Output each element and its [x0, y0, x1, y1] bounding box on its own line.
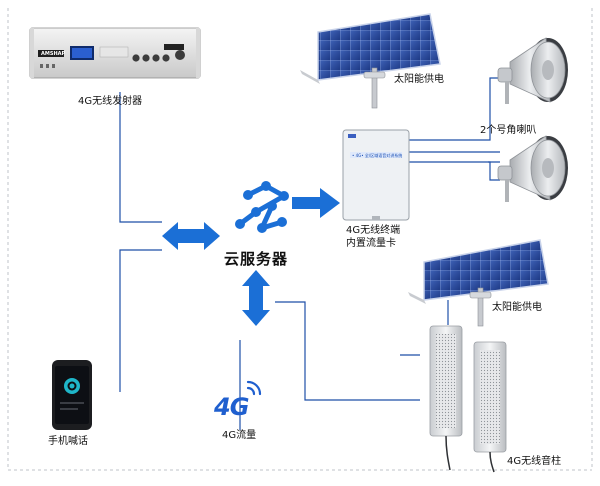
cloud-server-label: 云服务器	[224, 250, 289, 268]
smartphone-icon	[52, 360, 92, 430]
arrow-cloud-right	[292, 188, 340, 218]
cloud-server-icon	[235, 181, 289, 233]
terminal-box-icon	[342, 129, 410, 221]
horn-speaker-icon	[497, 37, 568, 104]
arrow-cloud-down	[242, 270, 270, 326]
solar-bottom-label: 太阳能供电	[492, 302, 542, 313]
column-speaker-icon	[429, 325, 463, 471]
terminal-label-line2: 内置流量卡	[346, 238, 396, 249]
speakers-label: 4G无线音柱	[507, 456, 562, 467]
solar-top-label: 太阳能供电	[394, 74, 444, 85]
horns-label: 2个号角喇叭	[480, 125, 537, 136]
amplifier-brand: AMSHAP	[41, 51, 66, 57]
connection-lines	[119, 77, 500, 430]
terminal-label-line1: 4G无线终端	[346, 225, 401, 236]
solar-panel-icon	[300, 13, 441, 109]
dashed-border	[7, 8, 593, 471]
logo-4g: 4G	[214, 393, 249, 421]
traffic-label: 4G流量	[222, 430, 257, 441]
phone-label: 手机喊话	[48, 436, 88, 447]
amplifier-icon	[29, 27, 201, 79]
signal-icon	[246, 380, 262, 396]
terminal-panel-text: • 4G• 全/区域语音对讲系统	[352, 153, 403, 158]
column-speaker-icon	[473, 341, 507, 473]
horn-speaker-icon	[497, 135, 568, 202]
transmitter-label: 4G无线发射器	[78, 96, 143, 107]
arrow-cloud-left	[162, 222, 220, 250]
solar-panel-icon	[408, 239, 549, 327]
